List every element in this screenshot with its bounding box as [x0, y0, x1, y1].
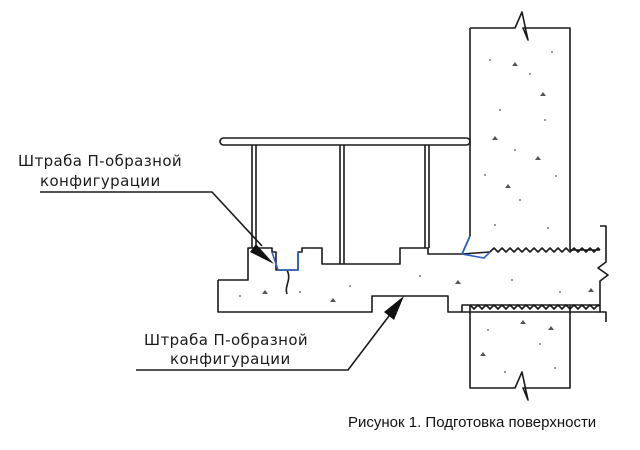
- concrete-wall: [469, 11, 571, 401]
- arrowhead-bottom: [384, 296, 404, 320]
- label-bottom-line2: конфигурации: [170, 350, 291, 368]
- leader-bottom: [136, 311, 393, 371]
- serrated-joint-bottom: [469, 304, 601, 310]
- leader-top: [40, 191, 263, 247]
- arrowhead-top: [250, 244, 274, 264]
- floor-slab: [217, 225, 609, 322]
- label-bottom-line1: Штраба П-образной: [144, 331, 309, 349]
- groove-highlight: [271, 235, 491, 271]
- label-top-line1: Штраба П-образной: [18, 152, 183, 170]
- label-top-line2: конфигурации: [40, 172, 161, 190]
- concrete-stipple: [239, 51, 594, 373]
- railing: [219, 137, 471, 264]
- figure-caption: Рисунок 1. Подготовка поверхности: [348, 414, 597, 431]
- rebar-hook: [285, 269, 290, 295]
- serrated-joint-top: [489, 247, 601, 253]
